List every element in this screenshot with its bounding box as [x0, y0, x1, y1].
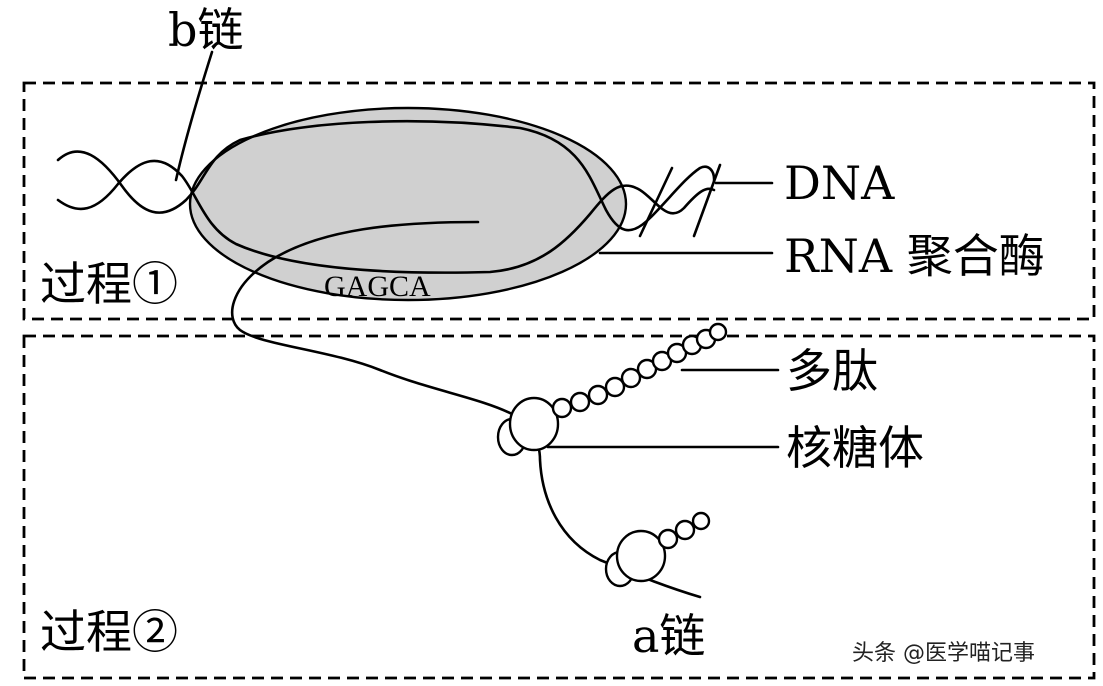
dna-strand-2	[56, 159, 716, 274]
sequence-label: GAGCA	[324, 270, 431, 303]
dna-end-stroke	[638, 166, 674, 238]
b-chain-leader	[174, 50, 214, 182]
amino-acid	[569, 391, 591, 413]
amino-acid	[620, 367, 642, 389]
amino-acid	[604, 376, 626, 398]
process1-box	[22, 81, 1096, 321]
ribosome-large-subunit	[615, 529, 667, 583]
amino-acid	[551, 397, 573, 419]
polypeptide-label: 多肽	[786, 344, 878, 398]
ribosome-large-subunit	[508, 396, 560, 452]
amino-acid	[674, 519, 696, 541]
amino-acid	[657, 528, 679, 550]
ribosome-1	[496, 396, 560, 457]
rna-polymerase-ellipse	[188, 106, 628, 302]
process2-label: 过程②	[40, 605, 178, 659]
ribosome-2	[604, 529, 667, 588]
polypeptide-chain-2	[657, 511, 711, 550]
polypeptide-chain-1	[551, 322, 728, 419]
rna-polymerase-label: RNA 聚合酶	[784, 229, 1045, 283]
amino-acid	[691, 511, 711, 531]
dna-label: DNA	[784, 156, 895, 210]
process1-label: 过程①	[40, 257, 178, 311]
b-chain-label: b链	[168, 3, 243, 57]
process2-box	[22, 334, 1096, 680]
amino-acid	[587, 384, 609, 406]
ribosome-label: 核糖体	[786, 421, 924, 475]
mrna-a-chain	[230, 220, 702, 599]
dna-strand-1	[56, 119, 716, 232]
a-chain-label: a链	[632, 609, 705, 663]
watermark: 头条 @医学喵记事	[852, 641, 1035, 666]
amino-acid	[708, 322, 728, 342]
dna-end-stroke	[692, 163, 722, 238]
